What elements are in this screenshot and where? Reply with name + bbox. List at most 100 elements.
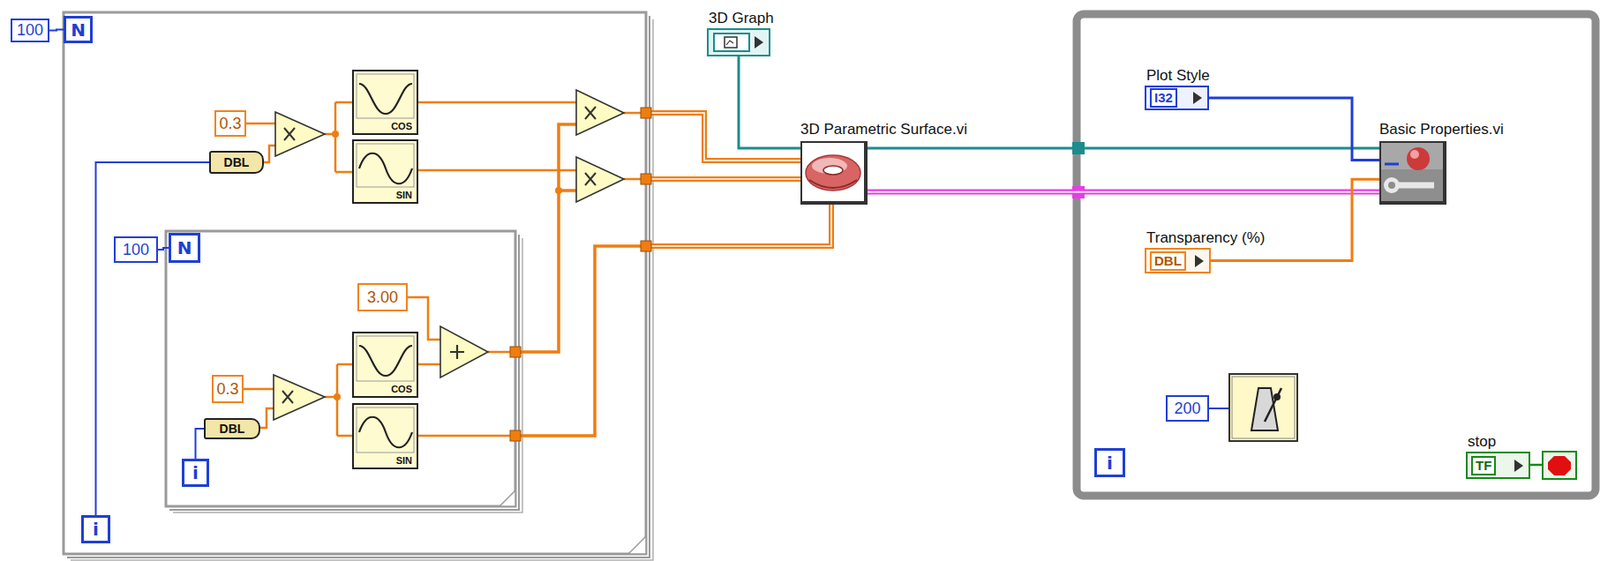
loop-tunnels xyxy=(640,107,652,119)
to-double-function: DBL xyxy=(209,150,264,174)
terminal-arrow xyxy=(1194,255,1204,268)
add-function xyxy=(450,345,465,360)
loop-terminal: i xyxy=(1094,448,1126,478)
orange-wires xyxy=(418,435,511,438)
orange-wires xyxy=(418,363,441,367)
waveform-icon xyxy=(359,417,413,449)
type-label: DBL xyxy=(224,155,250,170)
wire xyxy=(157,247,169,250)
subvi-graphic xyxy=(1388,181,1396,189)
orange-wires xyxy=(260,408,274,429)
inner-for-loop-frame xyxy=(165,231,523,513)
timing-wire xyxy=(1530,464,1543,467)
terminal-label: 3D Graph xyxy=(708,9,774,28)
wire xyxy=(1209,97,1380,161)
waveform-icon xyxy=(359,83,413,114)
terminal-arrow xyxy=(1512,458,1525,474)
for-loop-frame xyxy=(70,19,654,561)
numeric-constant: 0.3 xyxy=(211,375,244,404)
waveform-icon xyxy=(359,345,413,376)
function-name: COS xyxy=(390,383,413,395)
multiply-functions xyxy=(275,112,325,157)
subvi-graphic xyxy=(811,157,848,174)
terminal-letter: i xyxy=(92,518,99,541)
wait-metronome xyxy=(1264,388,1282,422)
type-label: DBL xyxy=(219,421,246,436)
constant-value: 100 xyxy=(16,21,44,40)
loop-terminal: N xyxy=(63,15,93,44)
terminal-arrow xyxy=(754,36,764,49)
wire xyxy=(867,191,1380,193)
multiply-functions xyxy=(282,106,596,404)
wire-junctions xyxy=(331,130,563,401)
while-loop-frame xyxy=(1076,14,1596,496)
terminal-arrow xyxy=(1193,253,1206,270)
control-terminal: Plot StyleI32 xyxy=(1144,85,1210,111)
constant-value: 200 xyxy=(1173,399,1201,419)
loop-terminal: N xyxy=(168,232,201,263)
inner-for-loop-frame xyxy=(169,234,519,511)
wire xyxy=(195,428,205,459)
loop-tunnels xyxy=(640,173,652,185)
trig-function: SIN xyxy=(352,403,419,470)
stop-condition xyxy=(1542,451,1577,480)
constant-value: 0.3 xyxy=(216,380,239,399)
add-function xyxy=(440,326,489,378)
wire xyxy=(96,162,211,516)
multiply-functions xyxy=(576,90,624,136)
orange-wires xyxy=(520,246,641,436)
wire xyxy=(867,147,1380,149)
add-function xyxy=(440,326,489,378)
data-type: DBL xyxy=(1149,251,1187,271)
terminal-label: Transparency (%) xyxy=(1146,229,1265,248)
wire xyxy=(195,428,205,459)
waveform-icon xyxy=(356,336,414,382)
numeric-constant: 0.3 xyxy=(214,110,247,137)
subvi-graphic xyxy=(1384,163,1399,166)
for-loop-frame xyxy=(63,12,647,555)
wait-metronome xyxy=(1231,376,1295,439)
graph-icon xyxy=(713,33,750,52)
orange-wires xyxy=(418,101,577,105)
orange-wires xyxy=(418,169,577,173)
terminal-letter: N xyxy=(70,19,86,41)
terminal-label: stop xyxy=(1467,433,1496,451)
subvi-graphic xyxy=(1379,141,1447,205)
control-terminal: 3D Graph xyxy=(706,28,771,57)
subvi-graphic xyxy=(805,155,861,191)
stop-condition xyxy=(1542,451,1577,480)
subvi-icon: Basic Properties.vi xyxy=(1379,141,1447,205)
data-type: I32 xyxy=(1149,88,1178,108)
wait-metronome xyxy=(1229,374,1298,442)
inner-for-loop-frame xyxy=(165,231,516,507)
waveform-icon xyxy=(356,143,414,188)
orange-wires xyxy=(488,351,511,354)
numeric-constant: 3.00 xyxy=(357,283,408,312)
orange-wires xyxy=(324,102,353,173)
wire xyxy=(1209,97,1380,161)
graph-icon xyxy=(724,37,737,48)
subvi-graphic xyxy=(802,142,864,202)
loop-tunnels xyxy=(510,346,521,358)
control-terminal: Transparency (%)DBL xyxy=(1144,247,1211,274)
subvi-graphic xyxy=(1381,142,1443,202)
terminal-arrow xyxy=(752,34,766,51)
graph-icon xyxy=(726,40,734,46)
control-terminal: stopTF xyxy=(1465,451,1531,480)
constant-value: 0.3 xyxy=(218,114,241,134)
terminal-arrow xyxy=(1193,91,1202,105)
orange-wires xyxy=(324,364,353,436)
loop-tunnels xyxy=(510,430,521,442)
constant-value: 100 xyxy=(122,240,150,260)
wire xyxy=(157,247,169,250)
trig-function: COS xyxy=(352,69,419,136)
inner-for-loop-frame xyxy=(172,238,523,513)
numeric-constant: 200 xyxy=(1165,395,1210,422)
for-loop-frame xyxy=(63,12,654,561)
loop-terminal: i xyxy=(181,458,210,488)
multiply-functions xyxy=(273,90,624,421)
subvi-graphic xyxy=(823,165,843,175)
trig-function: COS xyxy=(352,331,419,399)
